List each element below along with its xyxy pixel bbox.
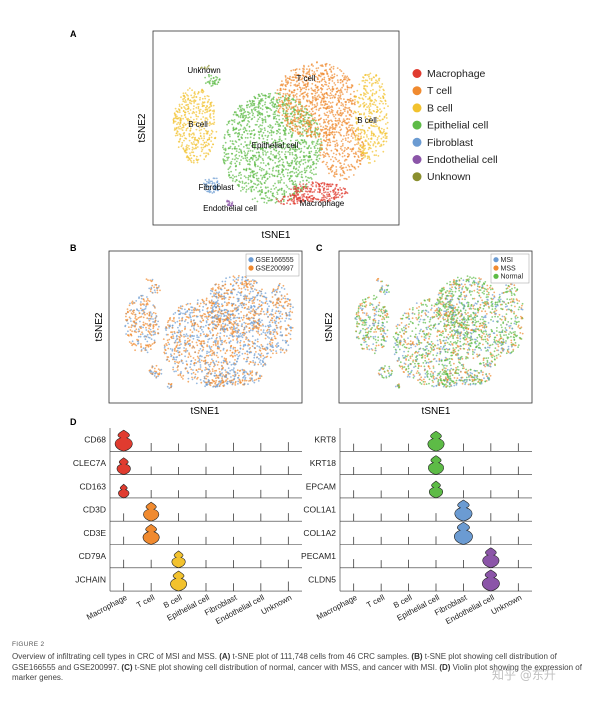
tsne-a-ylabel: tSNE2 (137, 113, 148, 142)
caption-a-text: t-SNE plot of 111,748 cells from 46 CRC … (230, 652, 412, 661)
tsne-a-plot (172, 61, 389, 207)
legend-a-label: B cell (427, 102, 453, 114)
tsne-a-label-fibroblast: Fibroblast (198, 183, 234, 192)
violin-shape (454, 521, 473, 545)
caption-c-tag: (C) (121, 662, 133, 672)
legend-a-swatch (412, 86, 422, 96)
violin-celltype-label: T cell (135, 593, 156, 610)
caption-c-text: t-SNE plot showing cell distribution of … (132, 662, 440, 672)
tsne-a-label-endothelial: Endothelial cell (203, 204, 257, 213)
violin-gene-label: CD3E (83, 528, 106, 538)
legend-swatch (493, 273, 499, 279)
caption-b-tag: (B) (411, 652, 423, 661)
panel-label-a: A (70, 29, 77, 39)
tsne-b-ylabel: tSNE2 (94, 312, 105, 341)
violin-gene-label: EPCAM (306, 481, 336, 491)
violin-shape (482, 547, 500, 569)
legend-a-swatch (412, 155, 422, 164)
tsne-c-ylabel: tSNE2 (324, 312, 335, 341)
figure-caption: Overview of infiltrating cell types in C… (12, 652, 588, 684)
caption-d-tag: (D) (439, 662, 451, 672)
panel-label-b: B (70, 243, 77, 253)
violin-shape (116, 457, 131, 475)
violin-celltype-label: Unknown (260, 593, 294, 617)
violin-gene-label: CLDN5 (308, 574, 336, 584)
tsne-c-xlabel: tSNE1 (422, 406, 451, 417)
tsne-b-plot (124, 275, 294, 389)
violin-shape (427, 430, 445, 452)
tsne-a-label-bcell-right: B cell (357, 116, 377, 125)
tsne-a-xlabel: tSNE1 (262, 230, 291, 241)
violin-gene-label: PECAM1 (301, 551, 336, 561)
caption-a-tag: (A) (219, 652, 231, 661)
violin-shape (171, 550, 186, 569)
legend-a-swatch (412, 137, 422, 147)
legend-a-swatch (412, 172, 422, 182)
tsne-a-label-epithelial: Epithelial cell (252, 141, 299, 150)
violin-gene-label: JCHAIN (75, 574, 106, 584)
violin-celltype-label: T cell (365, 593, 386, 610)
violin-shape (114, 429, 133, 452)
legend-a-label: T cell (427, 85, 452, 97)
legend-swatch (493, 265, 499, 271)
violin-gene-label: CD163 (80, 481, 107, 491)
tsne-a-label-unknown: Unknown (187, 66, 220, 75)
legend-a-swatch (412, 103, 422, 113)
violin-gene-label: KRT18 (310, 458, 337, 468)
legend-swatch (493, 257, 499, 263)
violin-shape (143, 501, 160, 522)
violin-gene-label: CD79A (79, 551, 107, 561)
caption-intro: Overview of infiltrating cell types in C… (12, 652, 220, 661)
legend-a-label: Unknown (427, 171, 471, 183)
legend-swatch (248, 265, 254, 271)
violin-shape (142, 524, 160, 545)
violin-gene-label: COL1A1 (303, 505, 336, 515)
violin-celltype-label: Macrophage (85, 593, 129, 622)
tsne-b-xlabel: tSNE1 (191, 406, 220, 417)
violin-celltype-label: Macrophage (315, 593, 359, 622)
legend-a-swatch (412, 69, 422, 78)
legend-a-label: Endothelial cell (427, 154, 498, 166)
legend-label: MSS (501, 265, 517, 272)
legend-swatch (248, 257, 254, 263)
violin-gene-label: CD68 (84, 435, 106, 445)
figure-label: FIGURE 2 (12, 641, 45, 648)
tsne-c-plot (354, 275, 524, 389)
violin-shape (429, 480, 443, 499)
legend-a-label: Fibroblast (427, 137, 473, 149)
violin-shape (454, 499, 473, 522)
legend-label: Normal (501, 274, 524, 281)
violin-celltype-label: Unknown (490, 593, 524, 617)
figure-canvas: A Unknown T cell B cell B cell Epithelia… (70, 29, 533, 626)
violin-gene-label: KRT8 (314, 435, 336, 445)
tsne-a-label-tcell: T cell (297, 74, 316, 83)
violin-shape (428, 455, 444, 475)
legend-a-swatch (412, 120, 422, 130)
panel-label-c: C (316, 243, 323, 253)
legend-label: MSI (501, 257, 514, 264)
violin-shape (170, 570, 187, 592)
legend-a-label: Epithelial cell (427, 120, 488, 132)
caption-d-text: Violin plot showing the expression of ma… (12, 662, 582, 683)
violin-shape (482, 569, 500, 592)
watermark: 知乎 @东升 (492, 668, 556, 682)
caption-b-text: t-SNE plot showing cell distribution of … (12, 652, 557, 672)
legend-a-label: Macrophage (427, 68, 486, 80)
tsne-a-label-bcell-left: B cell (188, 120, 208, 129)
panel-label-d: D (70, 417, 77, 427)
violin-gene-label: COL1A2 (303, 528, 336, 538)
tsne-a-label-macrophage: Macrophage (300, 199, 345, 208)
legend-label: GSE166555 (256, 257, 294, 264)
legend-b-box (245, 253, 300, 277)
violin-shape (118, 483, 130, 499)
legend-label: GSE200997 (256, 265, 294, 272)
violin-gene-label: CLEC7A (73, 458, 106, 468)
violin-gene-label: CD3D (83, 505, 106, 515)
